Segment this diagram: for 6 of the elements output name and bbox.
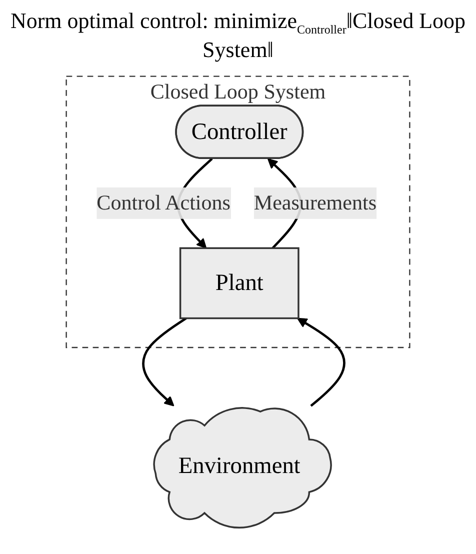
arrow [297,318,346,408]
node-box: Plant [179,248,300,320]
edge-label: Measurements [254,191,377,215]
edge-label: Control Actions [96,191,230,215]
arrow [142,318,187,407]
diagram-title: Norm optimal control: minimize$_{Controller}$‖Closed Loop System‖ [9,8,467,64]
